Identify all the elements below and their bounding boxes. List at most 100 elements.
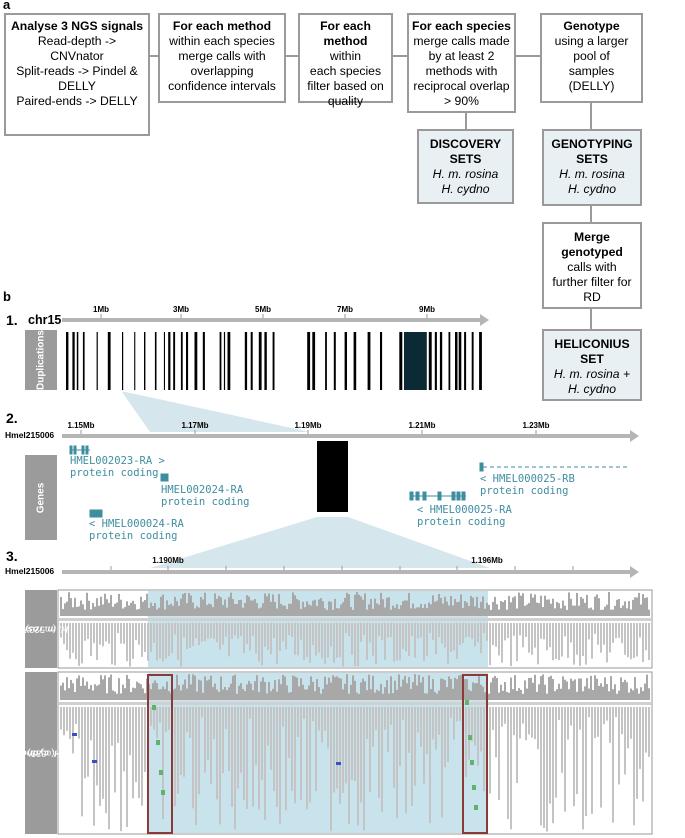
coverage-bar <box>648 688 650 700</box>
read <box>150 623 152 653</box>
coverage-bar <box>118 678 120 700</box>
coverage-bar <box>90 685 92 700</box>
read <box>504 707 506 724</box>
coverage-bar <box>524 605 526 616</box>
coverage-bar <box>432 678 434 700</box>
read <box>426 623 428 656</box>
coverage-bar <box>204 592 206 616</box>
duplication-bar <box>122 332 124 390</box>
read <box>330 623 332 647</box>
coverage-bar <box>374 692 376 700</box>
coverage-bar <box>80 600 82 616</box>
coverage-bar <box>368 604 370 616</box>
coverage-bar <box>456 602 458 616</box>
read <box>144 707 146 773</box>
coverage-bar <box>532 597 534 616</box>
split-read <box>470 760 474 765</box>
track2-number: 2. <box>6 410 18 426</box>
coverage-bar <box>610 676 612 700</box>
step-line: confidence intervals <box>168 79 276 93</box>
read <box>330 707 332 832</box>
read <box>411 707 413 806</box>
read <box>144 623 146 652</box>
read <box>258 707 260 810</box>
coverage-bar <box>292 592 294 616</box>
coverage-bar <box>534 674 536 700</box>
read <box>591 623 593 659</box>
coverage-bar <box>280 603 282 616</box>
step-heading: Analyse 3 NGS signals <box>10 19 144 33</box>
read <box>381 707 383 812</box>
coverage-bar <box>190 684 192 700</box>
coverage-bar <box>590 675 592 700</box>
coverage-bar <box>364 593 366 616</box>
coverage-bar <box>428 675 430 700</box>
coverage-bar <box>196 606 198 616</box>
coverage-bar <box>156 683 158 700</box>
coverage-bar <box>644 683 646 700</box>
coverage-bar <box>258 608 260 616</box>
species-name: H. cydno <box>567 182 617 196</box>
coverage-bar <box>302 684 304 700</box>
coverage-bar <box>360 596 362 616</box>
coverage-bar <box>474 606 476 616</box>
coverage-bar <box>164 688 166 700</box>
coverage-bar <box>420 682 422 700</box>
read <box>459 623 461 645</box>
read <box>606 707 608 721</box>
coverage-bar <box>586 594 588 616</box>
coverage-bar <box>122 608 124 616</box>
read <box>219 707 221 825</box>
read <box>66 707 68 731</box>
read <box>333 707 335 793</box>
coverage-bar <box>318 599 320 616</box>
read <box>432 623 434 640</box>
read <box>78 707 80 739</box>
read <box>639 623 641 638</box>
coverage-bar <box>564 679 566 700</box>
read <box>429 707 431 824</box>
read <box>357 623 359 667</box>
read <box>186 707 188 733</box>
coverage-bar <box>398 608 400 616</box>
coverage-bar <box>584 686 586 700</box>
coverage-bar <box>64 690 66 700</box>
coverage-bar <box>606 683 608 700</box>
coverage-bar <box>624 679 626 700</box>
duplication-bar <box>264 332 267 390</box>
coverage-bar <box>544 684 546 700</box>
read <box>204 623 206 642</box>
coverage-bar <box>100 596 102 616</box>
coverage-bar <box>448 676 450 700</box>
coverage-bar <box>174 596 176 616</box>
coverage-bar <box>102 679 104 700</box>
scaffold-ruler <box>62 430 639 442</box>
step-line: within <box>329 49 362 63</box>
coverage-bar <box>498 609 500 616</box>
coverage-bar <box>256 675 258 700</box>
read <box>543 707 545 828</box>
duplication-bar <box>448 332 451 390</box>
set-heading: SET <box>580 352 604 366</box>
coverage-bar <box>628 601 630 616</box>
read <box>465 707 467 778</box>
coverage-bar <box>354 680 356 700</box>
coverage-bar <box>572 680 574 700</box>
coverage-bar <box>356 592 358 616</box>
coverage-bar <box>178 605 180 616</box>
duplication-bar <box>258 332 262 390</box>
read <box>225 623 227 637</box>
coverage-bar <box>402 679 404 700</box>
coverage-bar <box>552 678 554 700</box>
axis-tick-label: 1.17Mb <box>181 421 209 430</box>
coverage-bar <box>502 690 504 700</box>
coverage-bar <box>426 608 428 616</box>
coverage-bar <box>190 595 192 616</box>
read <box>495 623 497 647</box>
duplication-bar <box>455 332 458 390</box>
coverage-bar <box>62 682 64 700</box>
coverage-bar <box>544 595 546 616</box>
coverage-bar <box>210 675 212 700</box>
coverage-bar <box>94 684 96 700</box>
read <box>582 623 584 656</box>
